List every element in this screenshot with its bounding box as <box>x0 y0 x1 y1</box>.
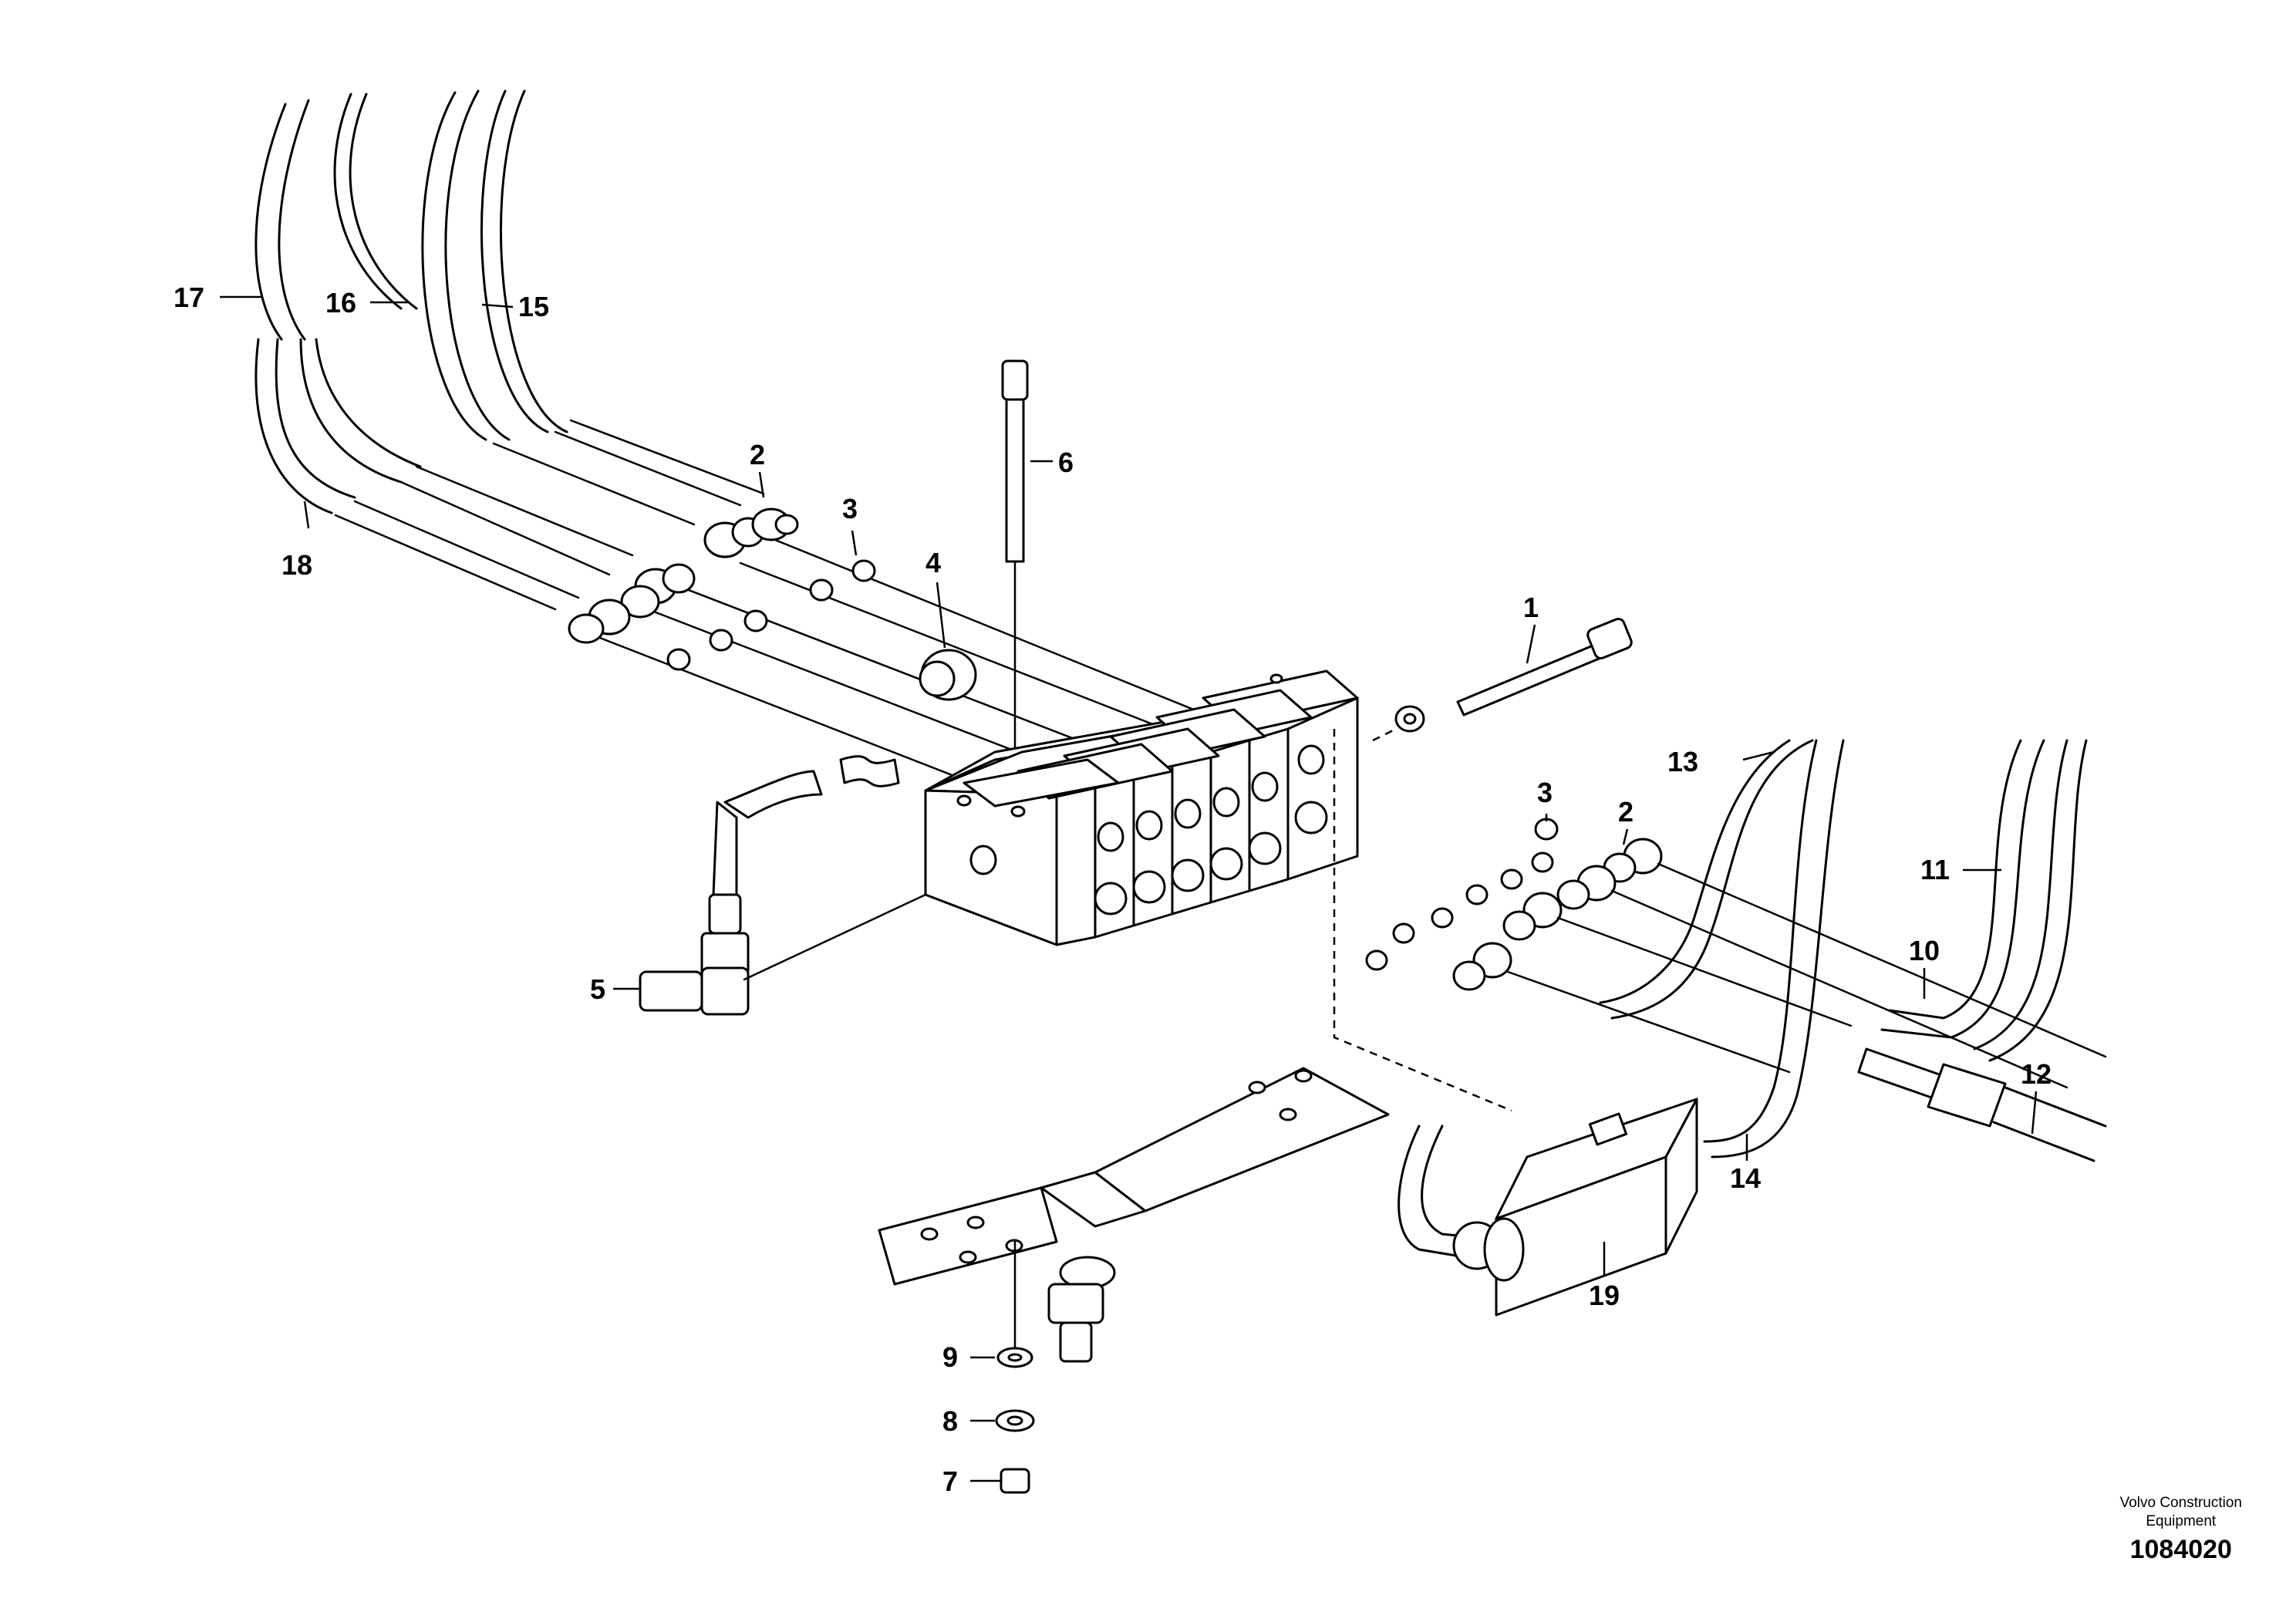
callouts: 17 16 15 18 2 3 4 6 1 3 2 13 11 10 12 14… <box>174 282 2052 1497</box>
fittings-upper-left <box>568 508 876 671</box>
small-parts-7-8-9 <box>995 1347 1035 1494</box>
screw-6 <box>1001 359 1029 804</box>
plug-4 <box>919 649 977 701</box>
callout-15: 15 <box>518 291 549 322</box>
callout-11: 11 <box>1920 854 1950 885</box>
callout-18: 18 <box>282 549 312 581</box>
drawing-number: 1084020 <box>2129 1535 2232 1564</box>
distribution-block <box>924 669 1359 946</box>
callout-12: 12 <box>2021 1058 2052 1090</box>
callout-14: 14 <box>1730 1162 1761 1194</box>
callout-5: 5 <box>590 973 605 1005</box>
hose-bundle-upper-left <box>255 89 568 514</box>
callout-2a: 2 <box>750 439 765 470</box>
callout-9: 9 <box>942 1341 958 1373</box>
callout-16: 16 <box>325 287 356 319</box>
callout-6: 6 <box>1058 447 1074 478</box>
leader-lines <box>220 295 2038 1482</box>
callout-7: 7 <box>942 1465 958 1497</box>
bracket-bolt <box>1047 1256 1116 1363</box>
sensor-cable-dashed <box>1333 729 1512 1112</box>
hoses-right <box>1599 739 2107 1162</box>
callout-17: 17 <box>174 282 204 313</box>
brand-line-2: Equipment <box>2146 1513 2217 1529</box>
callout-3b: 3 <box>1537 777 1553 808</box>
callout-2b: 2 <box>1618 796 1633 828</box>
callout-10: 10 <box>1909 935 1940 966</box>
callout-3a: 3 <box>842 493 858 524</box>
drawing-footer: Volvo Construction Equipment 1084020 <box>2120 1494 2242 1566</box>
elbow-fitting-5 <box>639 755 927 1016</box>
brand-line-1: Volvo Construction <box>2119 1495 2242 1511</box>
callout-19: 19 <box>1589 1280 1620 1311</box>
sensor-box-19 <box>1397 1098 1698 1317</box>
callout-4: 4 <box>925 547 941 578</box>
bracket <box>878 1067 1390 1359</box>
callout-13: 13 <box>1667 746 1698 777</box>
callout-8: 8 <box>942 1405 958 1437</box>
callout-1: 1 <box>1523 592 1539 623</box>
fittings-right <box>1365 818 2107 1089</box>
screw-1 <box>1372 618 1633 742</box>
